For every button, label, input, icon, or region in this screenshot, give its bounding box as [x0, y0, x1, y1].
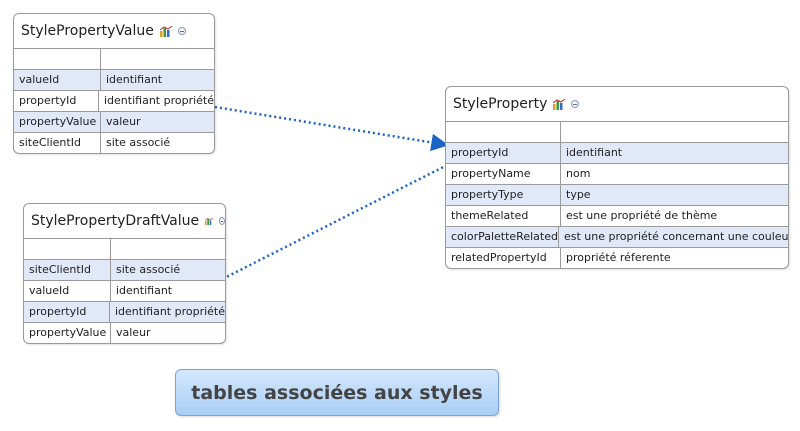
table-styleproperty[interactable]: StyleProperty propertyId identifiant pro… [445, 86, 789, 269]
field-name: propertyId [24, 302, 110, 322]
collapse-icon[interactable] [571, 100, 580, 108]
table-row[interactable]: siteClientId site associé [14, 133, 214, 153]
field-description: identifiant [106, 73, 163, 86]
table-row[interactable]: themeRelated est une propriété de thème [446, 206, 788, 227]
table-row[interactable]: propertyName nom [446, 164, 788, 185]
field-name: valueId [24, 281, 111, 301]
table-title: StylePropertyValue [21, 23, 154, 39]
table-stylepropertydraftvalue[interactable]: StylePropertyDraftValue siteClientId sit… [23, 203, 226, 344]
table-title: StylePropertyDraftValue [31, 213, 200, 229]
table-header-row [14, 49, 214, 70]
table-row[interactable]: siteClientId site associé [24, 260, 225, 281]
field-description: valeur [106, 115, 141, 128]
field-name: propertyValue [14, 112, 101, 132]
field-description: est une propriété de thème [566, 209, 718, 222]
field-name: propertyId [14, 91, 99, 111]
field-description: site associé [106, 136, 171, 149]
field-name: siteClientId [14, 133, 101, 153]
table-header-row [446, 122, 788, 143]
connector-spv-to-styleproperty [214, 105, 449, 152]
field-description: est une propriété concernant une couleur [563, 230, 789, 243]
field-description: identifiant propriété [104, 94, 214, 107]
table-row[interactable]: propertyType type [446, 185, 788, 206]
collapse-icon[interactable] [177, 27, 186, 35]
bar-chart-icon[interactable] [159, 25, 172, 37]
table-row[interactable]: relatedPropertyId propriété réferente [446, 248, 788, 268]
field-name: themeRelated [446, 206, 561, 226]
table-row[interactable]: valueId identifiant [24, 281, 225, 302]
table-title: StyleProperty [453, 96, 548, 112]
bar-chart-icon[interactable] [205, 216, 214, 227]
table-row[interactable]: propertyId identifiant propriété [24, 302, 225, 323]
field-name: propertyName [446, 164, 561, 184]
caption-text: tables associées aux styles [191, 381, 483, 404]
field-name: propertyId [446, 143, 561, 163]
connector-spdv-to-styleproperty [186, 155, 465, 299]
field-description: identifiant [566, 146, 623, 159]
field-name: valueId [14, 70, 101, 90]
field-name: propertyType [446, 185, 561, 205]
diagram-caption[interactable]: tables associées aux styles [175, 369, 499, 416]
field-description: identifiant propriété [115, 305, 225, 318]
table-row[interactable]: valueId identifiant [14, 70, 214, 91]
field-name: siteClientId [24, 260, 111, 280]
table-stylepropertyvalue[interactable]: StylePropertyValue valueId identifiant p… [13, 13, 215, 154]
bar-chart-icon[interactable] [553, 98, 566, 110]
table-row[interactable]: colorPaletteRelated est une propriété co… [446, 227, 788, 248]
field-description: propriété réferente [566, 251, 671, 264]
field-name: propertyValue [24, 323, 111, 343]
field-description: site associé [116, 263, 181, 276]
table-header[interactable]: StylePropertyDraftValue [24, 204, 225, 239]
field-name: relatedPropertyId [446, 248, 561, 268]
field-description: type [566, 188, 591, 201]
table-row[interactable]: propertyId identifiant [446, 143, 788, 164]
table-row[interactable]: propertyId identifiant propriété [14, 91, 214, 112]
table-row[interactable]: propertyValue valeur [24, 323, 225, 343]
collapse-icon[interactable] [219, 217, 225, 225]
field-description: identifiant [116, 284, 173, 297]
table-row[interactable]: propertyValue valeur [14, 112, 214, 133]
table-header[interactable]: StylePropertyValue [14, 14, 214, 49]
table-header[interactable]: StyleProperty [446, 87, 788, 122]
table-header-row [24, 239, 225, 260]
field-name: colorPaletteRelated [446, 227, 559, 247]
field-description: nom [566, 167, 591, 180]
field-description: valeur [116, 326, 151, 339]
